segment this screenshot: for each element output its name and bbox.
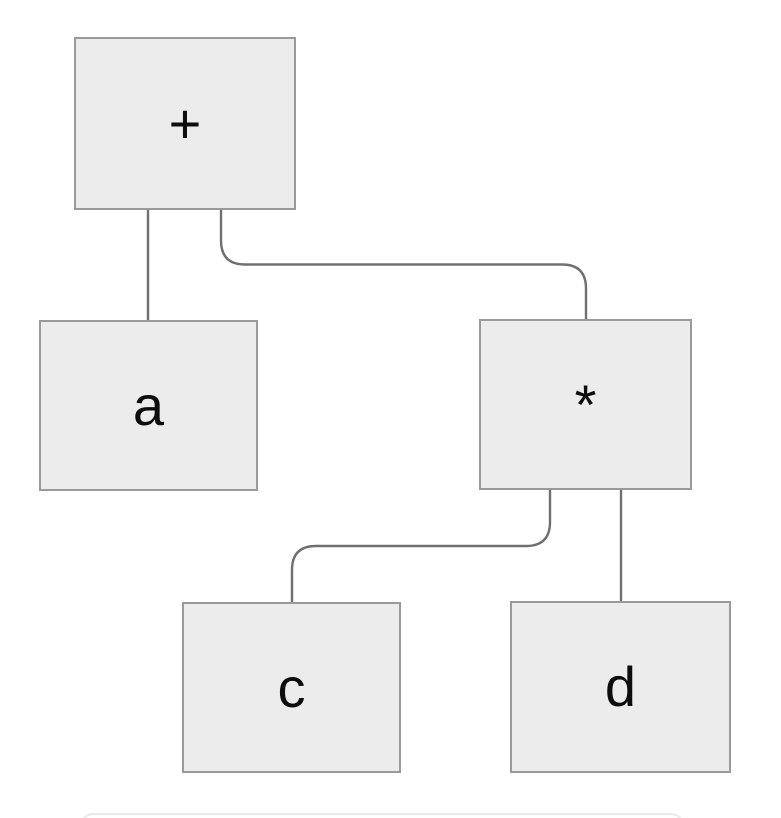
node-a[interactable]: a — [39, 320, 258, 491]
node-label-plus: + — [168, 91, 202, 155]
node-plus[interactable]: + — [74, 37, 296, 210]
edge-plus-times — [219, 210, 588, 319]
node-label-a: a — [132, 373, 165, 437]
node-c[interactable]: c — [182, 602, 401, 773]
bottom-panel — [78, 813, 686, 818]
node-label-c: c — [277, 655, 306, 719]
node-label-times: * — [574, 372, 597, 436]
node-times[interactable]: * — [479, 319, 692, 490]
node-d[interactable]: d — [510, 601, 731, 773]
edge-times-c — [290, 490, 552, 602]
node-label-d: d — [604, 655, 637, 718]
